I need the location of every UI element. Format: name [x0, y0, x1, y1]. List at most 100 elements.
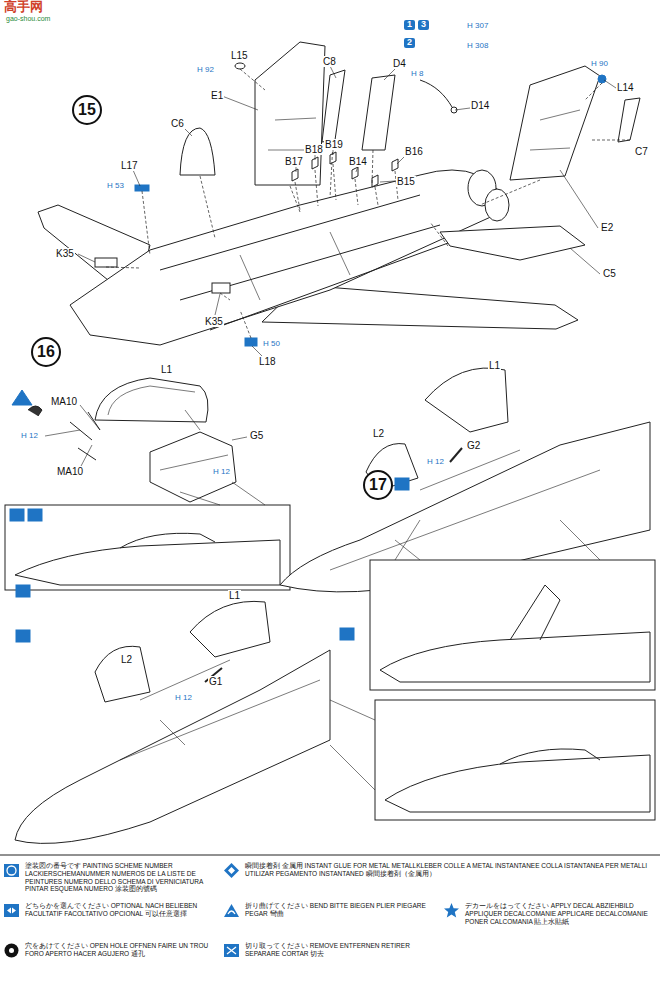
- line-art: [160, 195, 470, 330]
- legend-symbol: [3, 862, 21, 880]
- legend-symbol: [443, 902, 461, 920]
- line-art: [70, 412, 100, 460]
- part-number: D14: [470, 100, 490, 111]
- line-art: [135, 185, 149, 191]
- paint-code: H 92: [196, 66, 215, 75]
- legend-symbol: [223, 942, 241, 960]
- part-number: B14: [348, 156, 368, 167]
- line-art: [510, 66, 600, 180]
- line-art: [142, 69, 630, 338]
- legend-rule: [0, 855, 660, 856]
- line-art: [10, 509, 24, 521]
- legend-symbol-shape: [224, 904, 239, 917]
- legend-symbol-shape: [444, 903, 459, 918]
- part-number: L1: [228, 590, 241, 601]
- line-art: [95, 258, 117, 267]
- line-art: [95, 378, 208, 422]
- watermark: 高手网: [3, 0, 44, 14]
- line-art: [15, 650, 330, 843]
- part-number: MA10: [50, 396, 78, 407]
- line-art: [5, 505, 290, 590]
- legend-item: 瞬間接着剤 金属用 INSTANT GLUE FOR METAL METALLK…: [220, 860, 658, 882]
- step-16-art: [5, 378, 290, 590]
- legend-symbol-part: [7, 908, 16, 914]
- legend-symbol: [3, 942, 21, 960]
- step-number: 16: [31, 337, 61, 367]
- legend-item: 塗装図の番号です PAINTING SCHEME NUMBER LACKIERS…: [0, 860, 218, 895]
- paint-scheme-number: 2: [404, 38, 415, 48]
- legend-text: 瞬間接着剤 金属用 INSTANT GLUE FOR METAL METALLK…: [245, 862, 655, 878]
- line-art: [245, 338, 257, 346]
- part-number: B18: [304, 144, 324, 155]
- paint-scheme-number: 3: [418, 20, 429, 30]
- line-art: [340, 628, 354, 640]
- line-art: [120, 533, 215, 548]
- legend-item: 切り取ってください REMOVE ENTFERNEN RETIRER SEPAR…: [220, 940, 438, 962]
- legend-symbol-part: [444, 903, 459, 918]
- line-art: [108, 386, 195, 415]
- legend-item: 折り曲げてください BEND BITTE BIEGEN PLIER PIEGAR…: [220, 900, 438, 922]
- legend-text: デカールをはってください APPLY DECAL ABZIEHBILD APPL…: [465, 902, 655, 925]
- legend-item: 穴をあけてください OPEN HOLE OFFNEN FAIRE UN TROU…: [0, 940, 218, 962]
- part-number: L15: [230, 50, 249, 61]
- legend-text: 塗装図の番号です PAINTING SCHEME NUMBER LACKIERS…: [25, 862, 215, 893]
- line-art: [375, 700, 655, 820]
- legend-symbol-shape: [224, 863, 239, 878]
- line-art: [362, 75, 395, 150]
- legend-symbol-shape: [5, 944, 19, 958]
- line-art: [295, 164, 398, 210]
- legend-symbol-part: [4, 904, 19, 917]
- legend-symbol-part: [224, 863, 239, 878]
- step-number: 17: [363, 470, 393, 500]
- line-art: [510, 585, 560, 640]
- line-art: [95, 646, 150, 702]
- paint-code: H 12: [174, 694, 193, 703]
- part-number: B15: [396, 176, 416, 187]
- line-art: [395, 520, 600, 560]
- part-number: G5: [249, 430, 264, 441]
- leader-lines: [78, 66, 616, 358]
- line-art: [420, 80, 452, 107]
- line-art: [380, 632, 650, 682]
- legend-item: どちらかを選んでください OPTIONAL NACH BELIEBEN FACU…: [0, 900, 218, 922]
- line-art: [15, 540, 280, 585]
- line-art: [598, 75, 606, 83]
- legend-symbol-part: [5, 944, 19, 958]
- legend-text: 折り曲げてください BEND BITTE BIEGEN PLIER PIEGAR…: [245, 902, 435, 918]
- legend-symbol-part: [7, 866, 16, 875]
- legend-symbol-part: [228, 911, 235, 914]
- legend-symbol-part: [4, 864, 19, 877]
- part-number: E1: [210, 90, 224, 101]
- step-number: 15: [72, 95, 102, 125]
- legend-text: どちらかを選んでください OPTIONAL NACH BELIEBEN FACU…: [25, 902, 215, 918]
- legend-symbol-part: [9, 948, 14, 953]
- part-number: K35: [55, 248, 75, 259]
- part-number: L14: [616, 82, 635, 93]
- legend-symbol-part: [228, 867, 235, 874]
- legend-text: 切り取ってください REMOVE ENTFERNEN RETIRER SEPAR…: [245, 942, 435, 958]
- part-number: G2: [466, 440, 481, 451]
- line-art: [212, 283, 230, 293]
- part-number: E2: [600, 222, 614, 233]
- paint-code: H 308: [466, 42, 489, 51]
- line-art: [120, 660, 320, 760]
- part-number: C6: [170, 118, 185, 129]
- line-art: [12, 390, 32, 405]
- part-number: C5: [602, 268, 617, 279]
- part-number: B17: [284, 156, 304, 167]
- line-art: [28, 509, 42, 521]
- line-art: [150, 432, 236, 502]
- line-art: [330, 450, 600, 570]
- paint-code: H 307: [466, 22, 489, 31]
- part-number: G1: [208, 676, 223, 687]
- paint-scheme-number: 1: [404, 20, 415, 30]
- line-art: [70, 170, 505, 345]
- paint-code: H 53: [106, 182, 125, 191]
- paint-code: H 50: [262, 340, 281, 349]
- line-art: [106, 176, 540, 300]
- line-art: [16, 585, 30, 597]
- line-art: [180, 482, 265, 505]
- legend-symbol-shape: [224, 944, 239, 957]
- line-art: [16, 630, 30, 642]
- line-art: [330, 700, 375, 790]
